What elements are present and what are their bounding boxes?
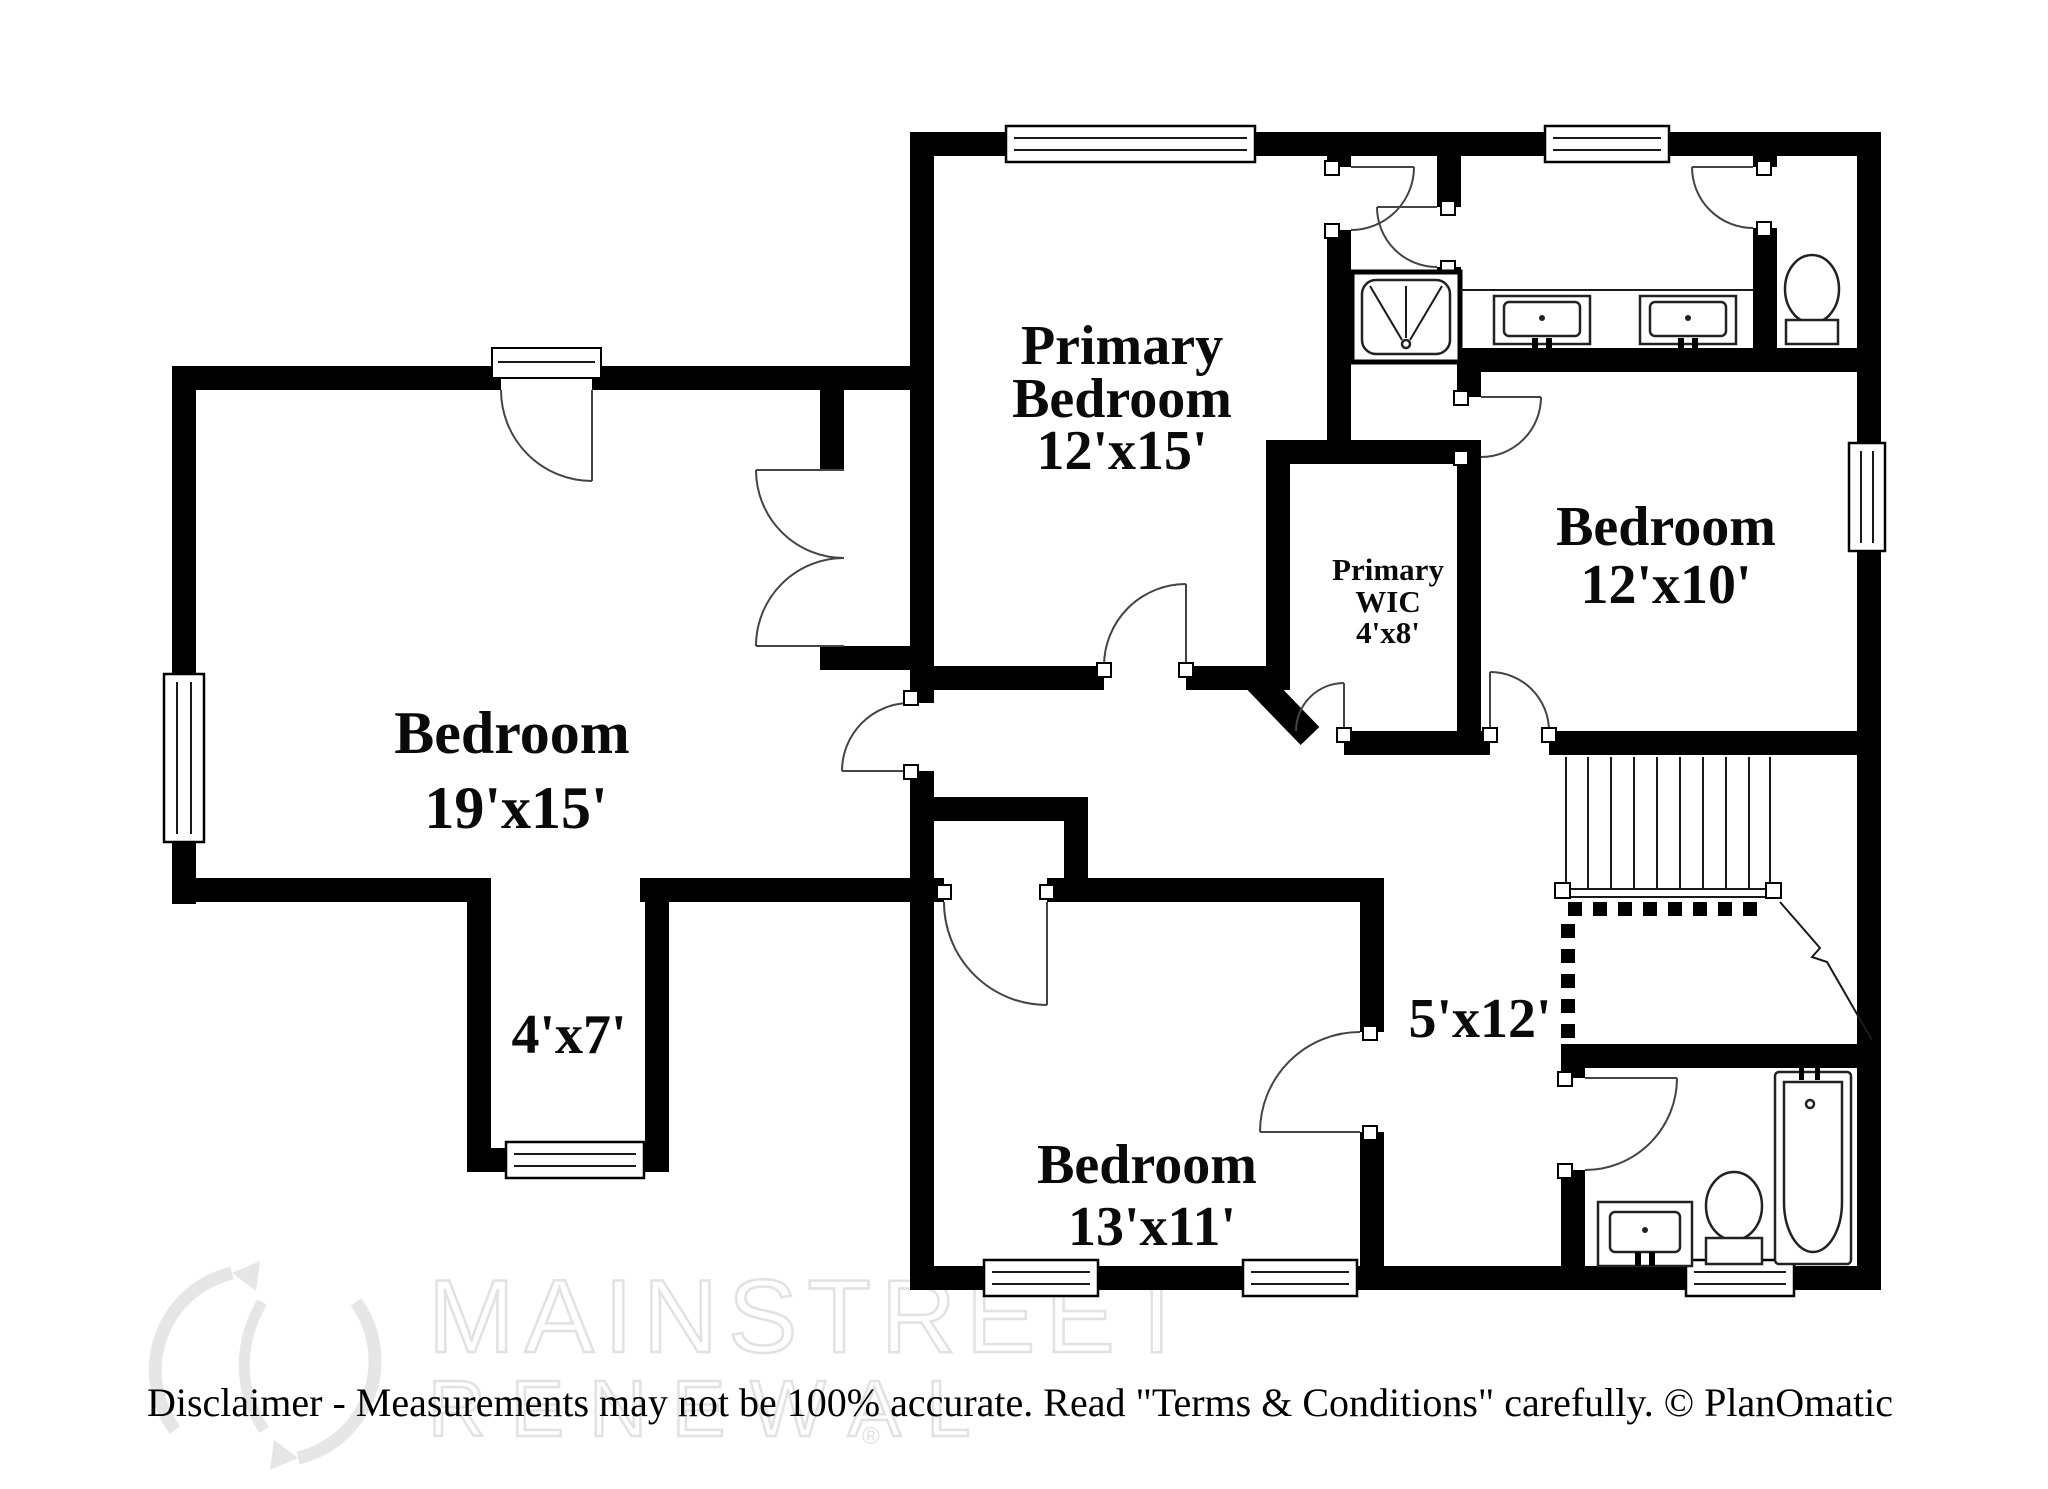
shower-icon <box>1349 269 1463 365</box>
window-icon <box>1684 1258 1796 1298</box>
room-dims-primary-wic: 4'x8' <box>1356 615 1420 650</box>
room-label-bedroom-12x10: Bedroom <box>1556 496 1776 558</box>
windows <box>162 124 1887 1298</box>
room-dims-bedroom-13x11: 13'x11' <box>1068 1196 1236 1258</box>
room-label-primary-bedroom-line1: Primary <box>1021 315 1223 377</box>
room-label-primary-wic-line1: Primary <box>1332 552 1444 587</box>
stair-opening-dashed-rail <box>1561 902 1757 1038</box>
window-icon <box>1004 124 1257 164</box>
fixtures <box>1349 253 1853 1268</box>
door <box>491 347 602 482</box>
room-dims-bedroom-19x15: 19'x15' <box>424 775 607 841</box>
door <box>1324 160 1415 239</box>
door <box>1376 200 1456 276</box>
window-icon <box>504 1140 646 1180</box>
window-icon <box>1241 1258 1359 1298</box>
door <box>936 884 1055 1006</box>
stair-newel <box>1765 882 1782 899</box>
room-dims-primary-bedroom: 12'x15' <box>1036 420 1207 482</box>
room-label-primary-bedroom-line2: Bedroom <box>1012 368 1232 430</box>
toilet-icon <box>1783 253 1841 346</box>
toilet-icon <box>1704 1170 1764 1266</box>
sink-icon <box>1638 294 1738 352</box>
window-icon <box>162 672 206 844</box>
door <box>1259 1025 1378 1141</box>
stairs <box>1554 757 1873 1041</box>
stair-newel <box>1554 882 1571 899</box>
room-dims-bedroom-12x10: 12'x10' <box>1580 554 1751 616</box>
room-label-bedroom-19x15: Bedroom <box>394 700 630 766</box>
room-dims-nook: 4'x7' <box>511 1004 626 1066</box>
room-dims-hall: 5'x12' <box>1408 988 1551 1050</box>
sink-icon <box>1596 1200 1694 1268</box>
room-label-bedroom-13x11: Bedroom <box>1037 1134 1257 1196</box>
door <box>1295 682 1352 743</box>
door <box>841 690 919 780</box>
room-labels: Bedroom 19'x15' Primary Bedroom 12'x15' … <box>394 315 1776 1258</box>
double-door <box>755 469 845 647</box>
door <box>1096 583 1194 678</box>
window-icon <box>1543 124 1671 164</box>
renewal-logo-icon <box>148 1261 382 1470</box>
stair-cut-line <box>1779 901 1873 1041</box>
door <box>1482 671 1557 743</box>
door <box>1691 160 1772 237</box>
sink-icon <box>1492 294 1592 352</box>
bathtub-icon <box>1773 1066 1853 1266</box>
watermark-brand-line2: RENEWAL <box>428 1364 996 1453</box>
door <box>1557 1071 1678 1179</box>
double-sink-vanity <box>1461 289 1753 352</box>
window-icon <box>982 1258 1100 1298</box>
registered-trademark-icon: ® <box>862 1423 880 1450</box>
disclaimer-text: Disclaimer - Measurements may not be 100… <box>147 1380 1893 1425</box>
window-icon <box>1847 441 1887 553</box>
room-label-primary-wic-line2: WIC <box>1355 584 1420 619</box>
doors <box>491 160 1772 1179</box>
door <box>1453 390 1542 466</box>
